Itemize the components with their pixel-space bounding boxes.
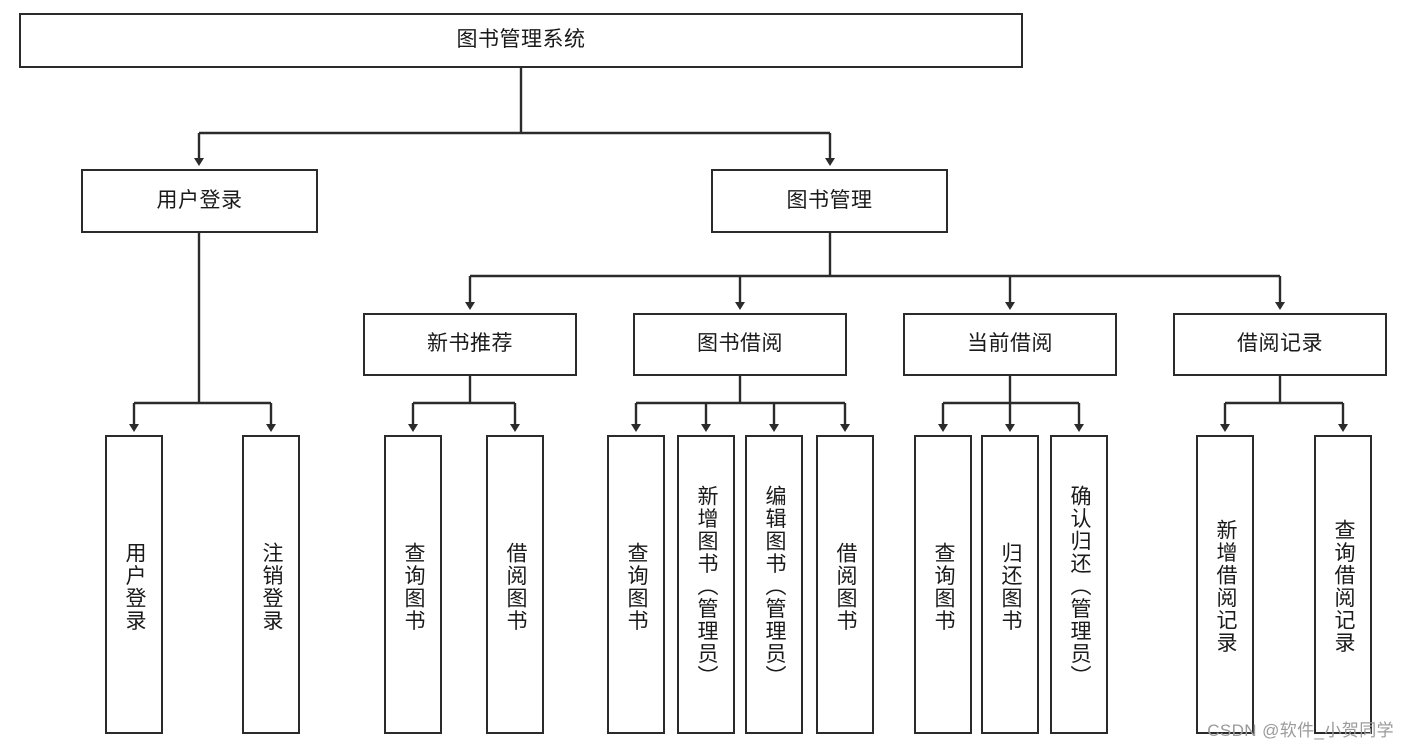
node-label: 当前借阅 xyxy=(967,332,1053,356)
leaf-current-return-book[interactable]: 归还图书 xyxy=(981,435,1039,734)
leaf-recommend-query-book[interactable]: 查询图书 xyxy=(384,435,442,734)
node-label: 图书管理 xyxy=(786,188,873,212)
node-label: 编辑图书（管理员） xyxy=(763,485,787,688)
node-label: 确认归还（管理员） xyxy=(1068,485,1092,688)
leaf-current-query-book[interactable]: 查询图书 xyxy=(914,435,972,734)
node-root-system[interactable]: 图书管理系统 xyxy=(19,13,1023,68)
leaf-borrow-query-book[interactable]: 查询图书 xyxy=(607,435,665,734)
node-book-borrow[interactable]: 图书借阅 xyxy=(633,313,847,376)
node-label: 借阅图书 xyxy=(834,541,858,632)
node-label: 查询图书 xyxy=(625,541,649,632)
leaf-borrow-edit-book-admin[interactable]: 编辑图书（管理员） xyxy=(745,435,803,734)
leaf-user-login-login[interactable]: 用户登录 xyxy=(105,435,163,734)
node-label: 图书管理系统 xyxy=(456,28,586,52)
node-label: 查询图书 xyxy=(402,541,426,632)
node-current-borrow[interactable]: 当前借阅 xyxy=(903,313,1117,376)
leaf-record-add-record[interactable]: 新增借阅记录 xyxy=(1196,435,1254,734)
node-label: 借阅记录 xyxy=(1237,332,1323,356)
leaf-recommend-borrow-book[interactable]: 借阅图书 xyxy=(486,435,544,734)
node-label: 图书借阅 xyxy=(697,332,783,356)
node-new-book-recommend[interactable]: 新书推荐 xyxy=(363,313,577,376)
node-label: 新增图书（管理员） xyxy=(695,485,719,688)
leaf-user-login-logout[interactable]: 注销登录 xyxy=(242,435,300,734)
node-book-management[interactable]: 图书管理 xyxy=(711,169,948,233)
node-label: 新增借阅记录 xyxy=(1214,519,1238,654)
node-label: 注销登录 xyxy=(260,541,284,632)
leaf-borrow-add-book-admin[interactable]: 新增图书（管理员） xyxy=(677,435,735,734)
node-user-login[interactable]: 用户登录 xyxy=(81,169,318,233)
node-borrow-record[interactable]: 借阅记录 xyxy=(1173,313,1387,376)
leaf-record-query-record[interactable]: 查询借阅记录 xyxy=(1314,435,1372,734)
node-label: 用户登录 xyxy=(123,541,147,632)
node-label: 用户登录 xyxy=(156,188,243,212)
node-label: 新书推荐 xyxy=(427,332,513,356)
node-label: 查询图书 xyxy=(932,541,956,632)
leaf-current-confirm-return-admin[interactable]: 确认归还（管理员） xyxy=(1050,435,1108,734)
node-label: 借阅图书 xyxy=(504,541,528,632)
leaf-borrow-borrow-book[interactable]: 借阅图书 xyxy=(816,435,874,734)
node-label: 归还图书 xyxy=(999,541,1023,632)
node-label: 查询借阅记录 xyxy=(1332,519,1356,654)
